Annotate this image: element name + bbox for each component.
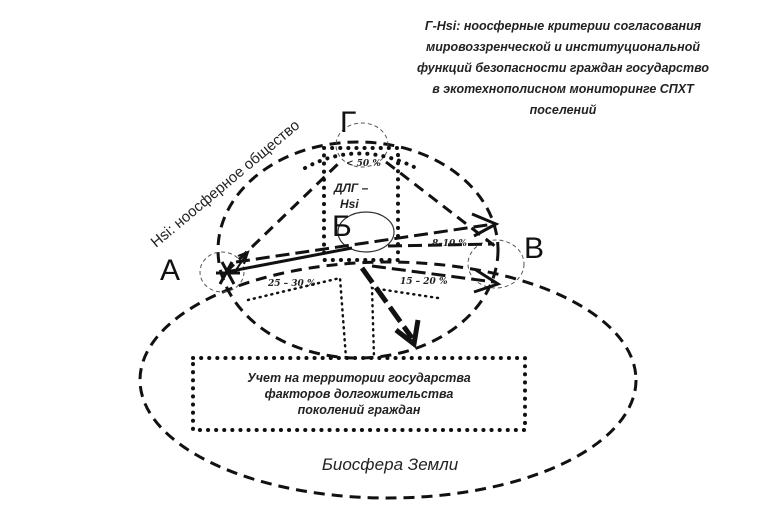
arrow-middle [387,242,495,248]
b-circle [337,211,395,253]
g-dotted-arc [303,151,422,172]
arrow-down [359,266,415,340]
box-line-3: поколений граждан [298,403,421,417]
header-line-3: функций безопасности граждан государство [417,61,709,75]
arrow-lower-head [473,268,502,294]
header-line-2: мировоззренческой и институциональной [426,40,700,54]
box-line-1: Учет на территории государства [247,371,471,385]
vertex-a-circle [199,251,245,293]
arrow-down-head [394,319,421,349]
funnel-left [246,276,348,360]
vertex-g-label: Г [340,106,356,139]
header-line-1: Г-Hsi: ноосферные критерии согласования [425,19,702,33]
dlg-label-2: Hsi [340,197,359,211]
header-line-4: в экотехнополисном мониторинге СПХТ [432,82,695,96]
dlg-zone [322,146,400,262]
noosphere-ellipse [216,140,500,360]
header-line-5: поселений [530,103,597,117]
edge-a-b [225,246,353,274]
box-line-2: факторов долгожительства [265,387,454,401]
funnel-right [370,286,440,360]
vertex-a-label: А [160,254,180,287]
pct-left-low: 25 – 30 % [267,279,316,289]
dlg-label-1: ДЛГ – [333,181,369,195]
vertex-b-label: Б [332,210,352,243]
pct-top: < 50 % [346,159,381,169]
vertex-v-label: В [524,232,544,265]
edge-g-v [385,160,501,252]
biosphere-ellipse [138,260,638,500]
pct-right: 8–10 % [432,239,467,249]
arrow-lower [371,264,495,284]
vertex-g-circle [335,122,389,168]
arrow-upper [235,222,495,264]
arrow-upper-head [471,212,500,238]
pct-right-low: 15 – 20 % [400,277,448,287]
vertex-a-mark [216,261,240,285]
noosphere-society-label: Hsi: ноосферное общество [148,117,303,251]
vertex-v-circle [467,239,525,289]
biosphere-label: Биосфера Земли [322,455,459,474]
arrow-a-up [235,250,250,271]
